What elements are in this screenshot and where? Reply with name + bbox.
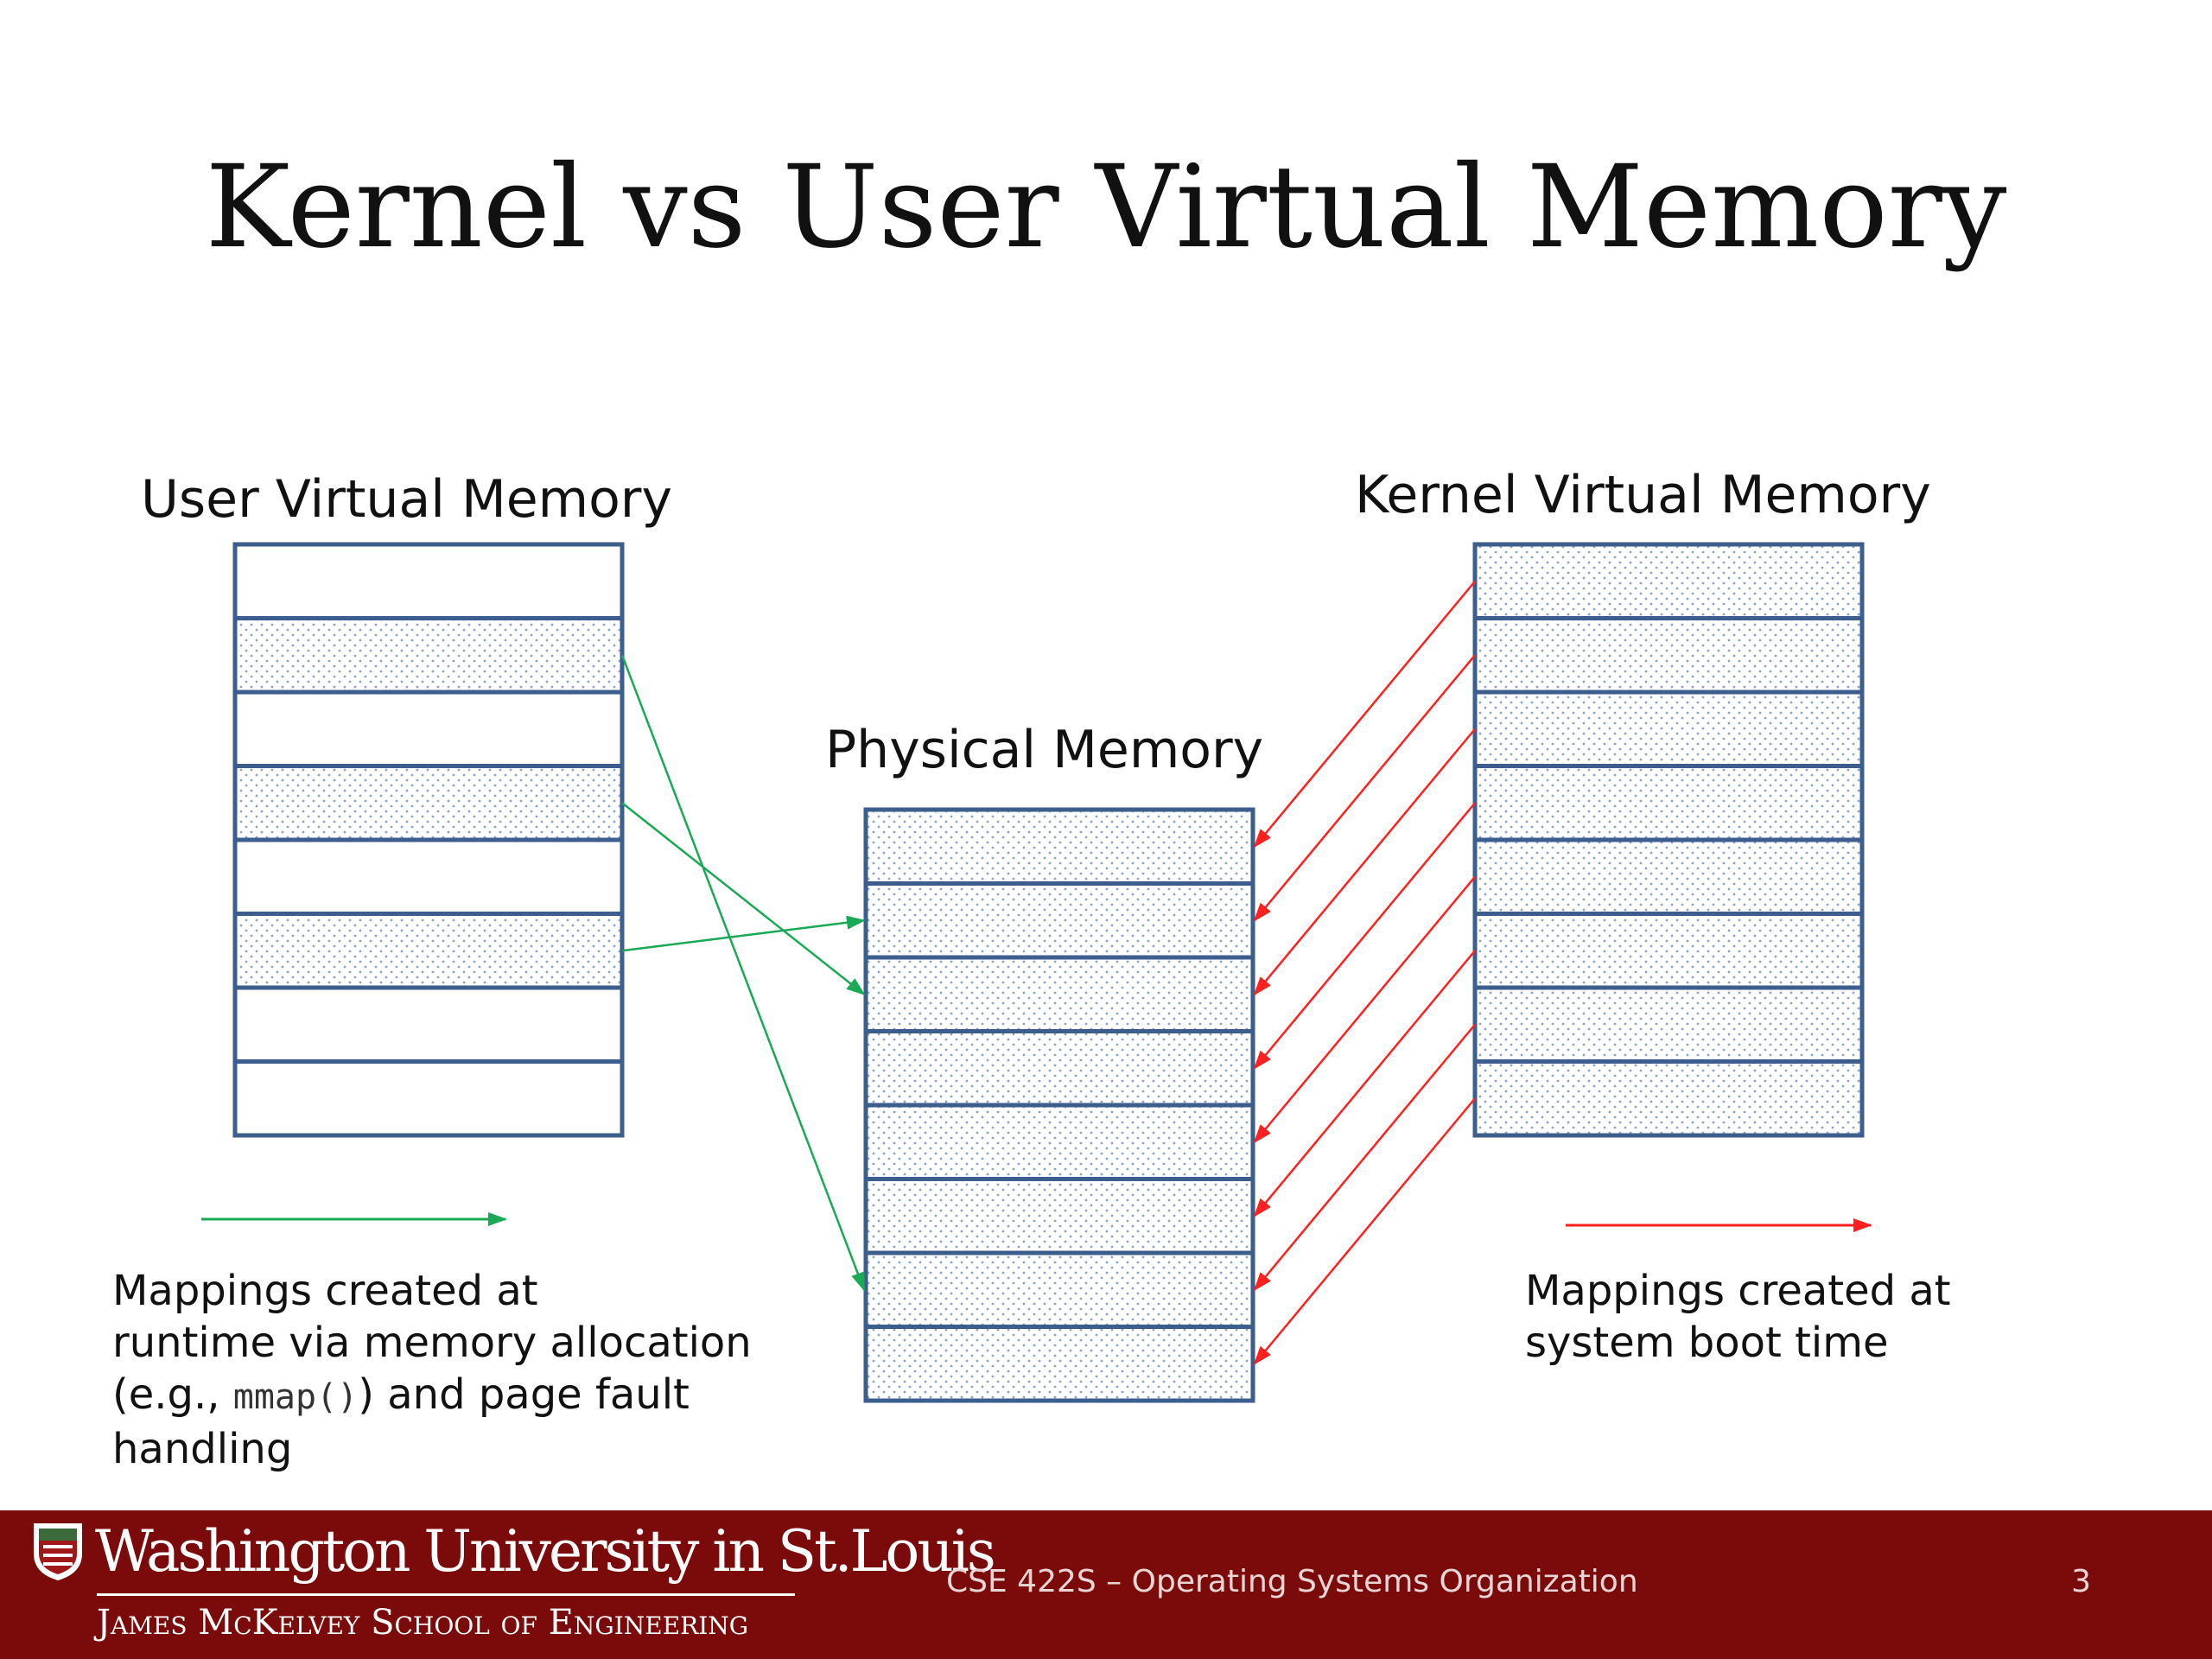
legend-runtime-text: Mappings created at runtime via memory a… bbox=[112, 1265, 907, 1475]
runtime-mapping-arrow-1 bbox=[621, 802, 866, 995]
kernel-page-0 bbox=[1472, 542, 1865, 620]
user-page-1 bbox=[232, 616, 625, 695]
kernel-page-1 bbox=[1472, 616, 1865, 695]
kernel-page-6 bbox=[1472, 985, 1865, 1064]
school-name: James McKelvey School of Engineering bbox=[97, 1603, 749, 1643]
runtime-mapping-arrows bbox=[620, 654, 866, 1292]
kernel-page-5 bbox=[1472, 912, 1865, 990]
user-page-4 bbox=[232, 837, 625, 916]
boot-mapping-arrow-5 bbox=[1253, 950, 1476, 1217]
runtime-mapping-arrow-2 bbox=[621, 915, 866, 952]
legend-runtime-eg: (e.g., bbox=[112, 1370, 233, 1419]
boot-mapping-arrow-6 bbox=[1253, 1023, 1476, 1292]
physical-page-3 bbox=[863, 1029, 1255, 1108]
physical-page-6 bbox=[863, 1250, 1255, 1329]
physical-page-2 bbox=[863, 955, 1255, 1033]
legend-runtime-line-2: runtime via memory allocation bbox=[112, 1319, 752, 1367]
page-number: 3 bbox=[2071, 1564, 2091, 1599]
legend-runtime-line-3: (e.g., mmap()) and page fault bbox=[112, 1369, 907, 1423]
kernel-virtual-memory-box bbox=[1472, 542, 1865, 1138]
kernel-page-7 bbox=[1472, 1059, 1865, 1138]
boot-mapping-arrow-1 bbox=[1253, 654, 1476, 922]
slide-title: Kernel vs User Virtual Memory bbox=[205, 141, 2007, 274]
boot-mapping-arrow-3 bbox=[1253, 802, 1476, 1070]
boot-mapping-arrow-7 bbox=[1253, 1097, 1476, 1365]
legend-boot-text: Mappings created at system boot time bbox=[1525, 1265, 2130, 1369]
legend-runtime-page-fault: ) and page fault bbox=[358, 1370, 690, 1419]
kernel-page-3 bbox=[1472, 764, 1865, 842]
physical-page-0 bbox=[863, 807, 1255, 886]
user-page-2 bbox=[232, 690, 625, 768]
user-page-5 bbox=[232, 912, 625, 990]
legend-boot-line-2: system boot time bbox=[1525, 1319, 1889, 1367]
footer-divider bbox=[97, 1593, 795, 1596]
user-memory-title: User Virtual Memory bbox=[141, 469, 672, 530]
legend-runtime-line-1: Mappings created at bbox=[112, 1267, 538, 1315]
boot-mapping-arrow-0 bbox=[1253, 580, 1476, 849]
footer-bar bbox=[0, 1510, 2212, 1659]
physical-page-5 bbox=[863, 1177, 1255, 1255]
mmap-code: mmap() bbox=[232, 1377, 359, 1417]
boot-mapping-arrows bbox=[1253, 580, 1476, 1365]
course-name: CSE 422S – Operating Systems Organizatio… bbox=[946, 1564, 1638, 1599]
physical-page-4 bbox=[863, 1103, 1255, 1181]
kernel-memory-title: Kernel Virtual Memory bbox=[1355, 465, 1931, 525]
user-page-3 bbox=[232, 764, 625, 842]
kernel-page-2 bbox=[1472, 690, 1865, 768]
physical-memory-title: Physical Memory bbox=[825, 720, 1264, 780]
kernel-page-4 bbox=[1472, 837, 1865, 916]
university-seal-icon bbox=[34, 1523, 82, 1581]
user-page-6 bbox=[232, 985, 625, 1064]
runtime-mapping-arrow-0 bbox=[620, 654, 866, 1292]
user-virtual-memory-box bbox=[232, 542, 625, 1138]
boot-mapping-arrow-2 bbox=[1253, 728, 1476, 996]
user-page-7 bbox=[232, 1059, 625, 1138]
physical-page-1 bbox=[863, 881, 1255, 960]
physical-page-7 bbox=[863, 1325, 1255, 1403]
user-page-0 bbox=[232, 542, 625, 620]
university-name: Washington University in St.Louis bbox=[95, 1518, 996, 1585]
legend-runtime-line-4: handling bbox=[112, 1425, 293, 1473]
physical-memory-box bbox=[863, 807, 1255, 1403]
boot-mapping-arrow-4 bbox=[1253, 875, 1476, 1144]
legend-boot-line-1: Mappings created at bbox=[1525, 1267, 1951, 1315]
